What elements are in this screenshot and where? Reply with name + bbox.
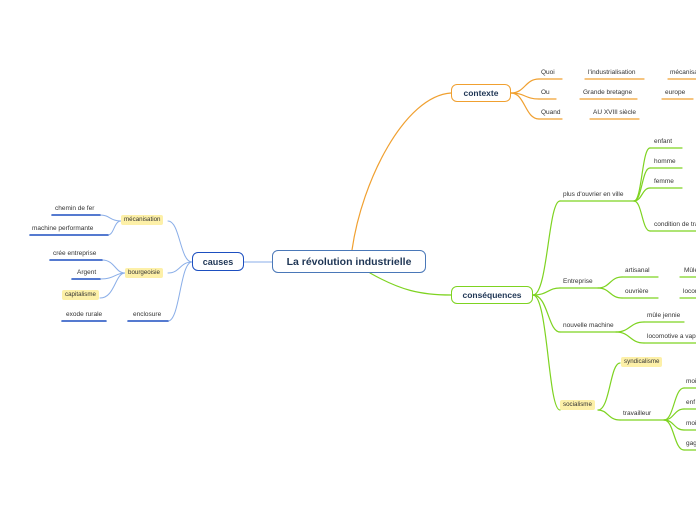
node-machine-performante[interactable]: machine performante — [32, 225, 94, 232]
node-socialisme[interactable]: socialisme — [560, 400, 595, 410]
node-mecanisation[interactable]: mécanisation — [121, 215, 164, 225]
node-ou[interactable]: Ou — [541, 89, 550, 96]
node-quand[interactable]: Quand — [541, 109, 561, 116]
link-socialisme-syndicalisme — [597, 362, 621, 411]
node-entreprise[interactable]: Entreprise — [563, 278, 593, 285]
link-cons-entreprise — [532, 287, 561, 296]
node-quoi[interactable]: Quoi — [541, 69, 555, 76]
node-homme[interactable]: homme — [654, 158, 676, 165]
node-enfant[interactable]: enfant — [654, 138, 673, 145]
link-root-contexte — [351, 92, 452, 251]
link-nm-mule-jennie — [615, 321, 645, 333]
node-europe[interactable]: europe — [665, 89, 686, 96]
link-causes-enclosure — [167, 261, 193, 322]
node-travailleur-4[interactable]: gag — [686, 440, 696, 447]
node-artisanal[interactable]: artisanal — [625, 267, 650, 274]
node-bourgeoisie[interactable]: bourgeoisie — [125, 268, 163, 278]
link-cons-plus-ouvrier — [532, 200, 561, 296]
node-travailleur-3[interactable]: moi — [686, 420, 696, 427]
node-mule-jennie[interactable]: mûle jennie — [647, 312, 681, 319]
node-nouvelle-machine[interactable]: nouvelle machine — [563, 322, 614, 329]
topic-consequences[interactable]: conséquences — [451, 286, 533, 304]
link-causes-bourgeoisie — [167, 261, 193, 274]
link-entreprise-ouvriere — [597, 287, 623, 299]
link-trav-t4 — [663, 419, 685, 451]
node-plus-ouvrier[interactable]: plus d'ouvrier en ville — [563, 191, 624, 198]
topic-contexte[interactable]: contexte — [451, 84, 511, 102]
topic-causes[interactable]: causes — [192, 252, 244, 271]
link-bourgeoisie-capitalisme — [99, 272, 126, 299]
node-locomotive[interactable]: locomotive a vapeu — [647, 333, 696, 340]
node-loco-short[interactable]: locor — [683, 288, 696, 295]
node-siecle[interactable]: AU XVIIl siècle — [593, 109, 636, 116]
link-contexte-quand — [510, 92, 540, 120]
link-trav-t1 — [663, 387, 685, 421]
link-entreprise-artisanal — [597, 276, 623, 289]
node-chemin-de-fer[interactable]: chemin de fer — [55, 205, 95, 212]
node-travailleur[interactable]: travailleur — [623, 410, 652, 417]
node-argent[interactable]: Argent — [77, 269, 97, 276]
node-ouvriere[interactable]: ouvrière — [625, 288, 649, 295]
node-condition[interactable]: condition de tra — [654, 221, 696, 228]
node-enclosure[interactable]: enclosure — [133, 311, 162, 318]
link-root-consequences — [369, 272, 452, 296]
link-bourgeoisie-cree — [101, 259, 126, 274]
node-mecanisa[interactable]: mécanisa — [670, 69, 696, 76]
node-syndicalisme[interactable]: syndicalisme — [621, 357, 663, 367]
node-capitalisme[interactable]: capitalisme — [62, 290, 99, 300]
node-mule-short[interactable]: Mûle — [684, 267, 696, 274]
link-plus-enfant — [633, 147, 651, 202]
node-grande-bretagne[interactable]: Grande bretagne — [583, 89, 633, 96]
link-contexte-quoi — [510, 78, 540, 94]
link-nm-locomotive — [615, 331, 645, 344]
node-femme[interactable]: femme — [654, 178, 674, 185]
node-industrialisation[interactable]: l'industrialisation — [588, 69, 636, 76]
node-travailleur-1[interactable]: moi — [686, 378, 696, 385]
node-cree-entreprise[interactable]: crée entreprise — [53, 250, 97, 257]
link-causes-mecanisation — [167, 220, 193, 263]
central-topic[interactable]: La révolution industrielle — [272, 250, 426, 273]
link-cons-nouvelle-machine — [532, 294, 561, 333]
node-travailleur-2[interactable]: enf — [686, 399, 696, 406]
link-socialisme-travailleur — [597, 409, 621, 421]
link-cons-socialisme — [532, 294, 561, 411]
link-mecanisation-machine — [107, 220, 122, 236]
link-plus-condition — [633, 200, 651, 232]
node-exode-rurale[interactable]: exode rurale — [66, 311, 103, 318]
link-plus-femme — [633, 187, 651, 202]
link-mecanisation-chemin — [99, 214, 122, 222]
